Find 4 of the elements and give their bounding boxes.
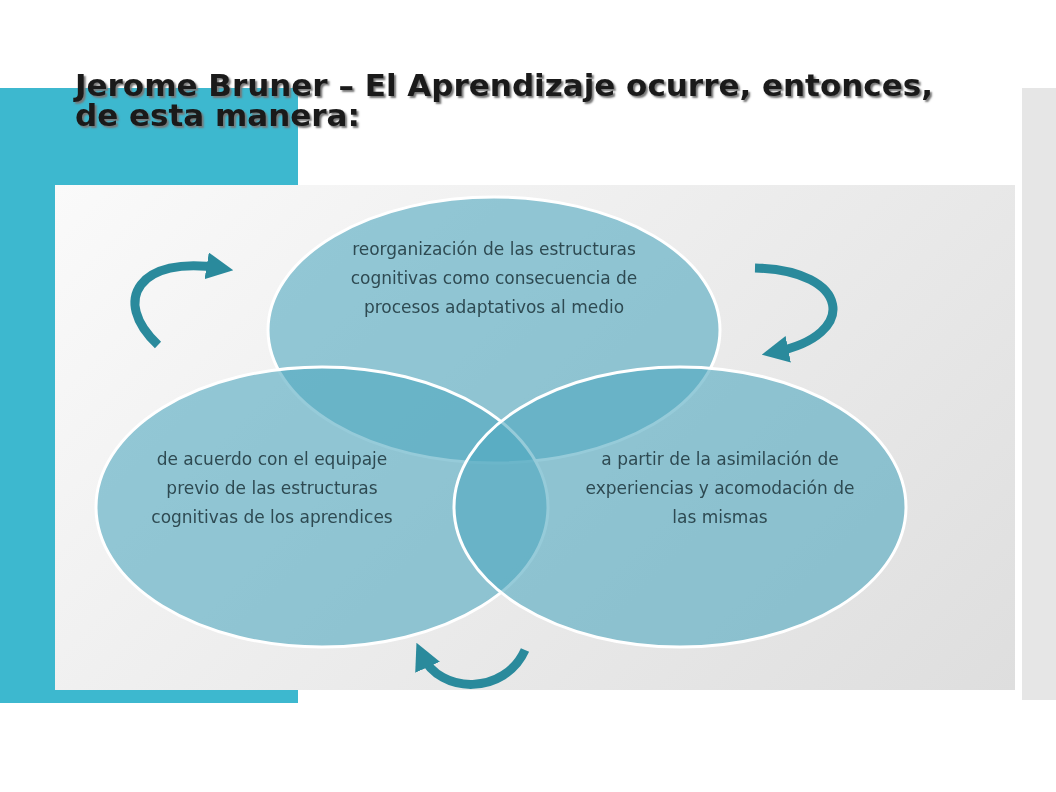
ellipse-text: reorganización de las estructuras cognitivas como consecuencia de procesos adaptativos al medio [349, 238, 639, 319]
venn-ellipse [452, 365, 908, 649]
ellipse-text: de acuerdo con el equipaje previo de las estructuras cognitivas de los aprendices [150, 448, 394, 529]
ellipse-text: a partir de la asimilación de experiencias y acomodación de las mismas [584, 448, 856, 529]
